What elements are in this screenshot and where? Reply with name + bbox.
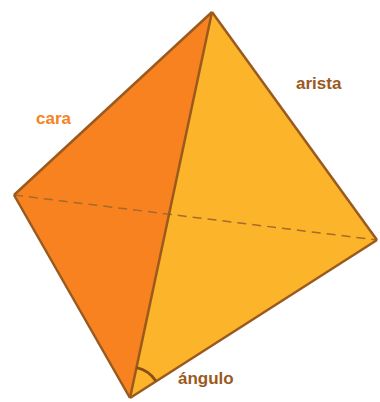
right-face: [130, 12, 377, 398]
edge-line: [14, 12, 212, 195]
angle-label: ángulo: [178, 370, 234, 389]
edge-label: arista: [296, 75, 341, 94]
edge-line: [212, 12, 377, 240]
edge-line: [130, 240, 377, 398]
edge-line: [14, 195, 130, 398]
hidden-edge: [14, 195, 377, 240]
face-label: cara: [36, 110, 71, 129]
edge-line: [130, 12, 212, 398]
angle-arc: [137, 368, 157, 382]
